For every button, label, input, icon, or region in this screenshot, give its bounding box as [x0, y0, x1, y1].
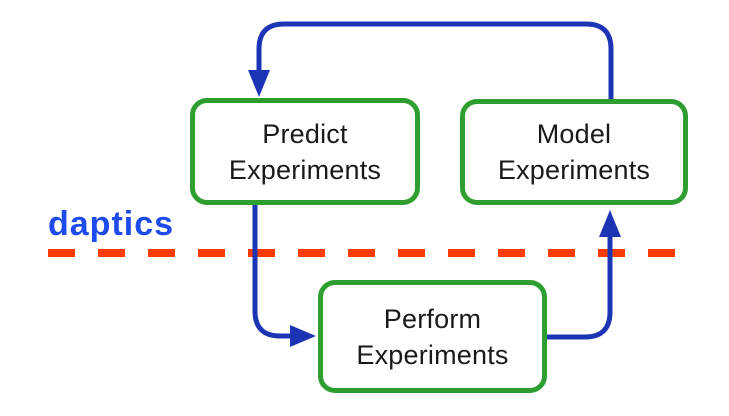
- node-perform-experiments: Perform Experiments: [318, 280, 547, 393]
- node-predict-experiments: Predict Experiments: [190, 98, 420, 205]
- arrowhead-into-perform-icon: [290, 325, 316, 347]
- node-model-label-line2: Experiments: [497, 155, 651, 185]
- arrow-model-to-predict: [256, 21, 614, 100]
- node-perform-label-line2: Experiments: [356, 339, 509, 370]
- arrow-perform-to-model: [546, 236, 613, 340]
- node-model-label-line1: Model: [536, 119, 612, 149]
- arrowhead-into-model-icon: [599, 210, 621, 237]
- arrowhead-into-predict-icon: [248, 70, 270, 97]
- node-model-experiments: Model Experiments: [460, 99, 688, 205]
- node-predict-label-line1: Predict: [262, 118, 348, 149]
- daptics-logo: daptics: [48, 205, 175, 243]
- node-perform-label-line1: Perform: [383, 303, 482, 334]
- node-predict-label-line2: Experiments: [228, 154, 382, 185]
- arrow-predict-to-perform: [252, 204, 291, 339]
